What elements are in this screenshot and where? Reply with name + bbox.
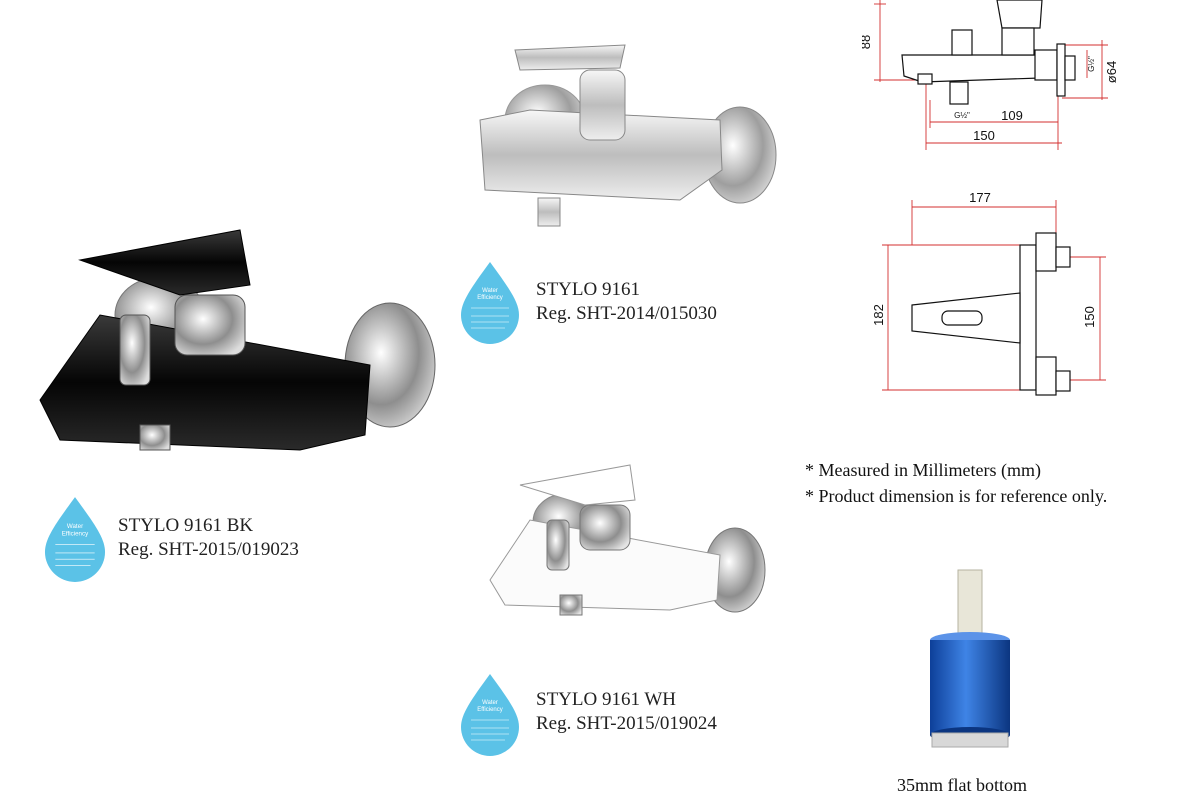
product-name: STYLO 9161 WH — [536, 689, 677, 710]
svg-text:Efficiency: Efficiency — [62, 530, 89, 537]
svg-text:G½": G½" — [1087, 56, 1096, 72]
side-view-drawing: 88 ø64 G½" G½" 109 150 — [862, 0, 1119, 150]
product-name: STYLO 9161 BK — [118, 515, 254, 536]
faucet-white-image — [489, 464, 766, 616]
product-reg: Reg. SHT-2015/019023 — [118, 539, 299, 560]
svg-text:Water: Water — [482, 700, 498, 706]
svg-text:ø64: ø64 — [1104, 61, 1119, 83]
svg-text:Efficiency: Efficiency — [477, 295, 503, 301]
svg-text:150: 150 — [1082, 306, 1097, 328]
note-reference-only: * Product dimension is for reference onl… — [805, 486, 1108, 506]
cartridge-image — [930, 569, 1010, 748]
svg-text:150: 150 — [973, 128, 995, 143]
cartridge-caption: 35mm flat bottom — [897, 775, 1027, 795]
svg-text:182: 182 — [872, 304, 886, 326]
product-label-9161bk: STYLO 9161 BK Reg. SHT-2015/019023 — [118, 514, 299, 562]
svg-text:Efficiency: Efficiency — [477, 707, 503, 713]
product-reg: Reg. SHT-2014/015030 — [536, 303, 717, 324]
product-label-9161wh: STYLO 9161 WH Reg. SHT-2015/019024 — [536, 688, 717, 736]
faucet-chrome-image — [479, 44, 777, 227]
svg-text:G½": G½" — [954, 111, 970, 120]
svg-text:177: 177 — [969, 190, 991, 205]
svg-text:Water: Water — [482, 288, 498, 294]
faucet-black-image — [39, 229, 436, 451]
svg-text:109: 109 — [1001, 108, 1023, 123]
dimension-notes: * Measured in Millimeters (mm) * Product… — [805, 457, 1107, 509]
water-efficiency-badge-9161: Water Efficiency — [461, 262, 519, 344]
product-name: STYLO 9161 — [536, 279, 640, 300]
top-view-drawing: 177 182 150 — [872, 190, 1106, 396]
product-reg: Reg. SHT-2015/019024 — [536, 713, 717, 734]
note-measurement-unit: * Measured in Millimeters (mm) — [805, 460, 1041, 480]
water-efficiency-badge-9161bk: Water Efficiency — [44, 497, 106, 582]
product-label-9161: STYLO 9161 Reg. SHT-2014/015030 — [536, 278, 717, 326]
svg-text:88: 88 — [862, 35, 873, 49]
water-efficiency-badge-9161wh: Water Efficiency — [461, 674, 519, 756]
svg-text:Water: Water — [67, 523, 83, 530]
